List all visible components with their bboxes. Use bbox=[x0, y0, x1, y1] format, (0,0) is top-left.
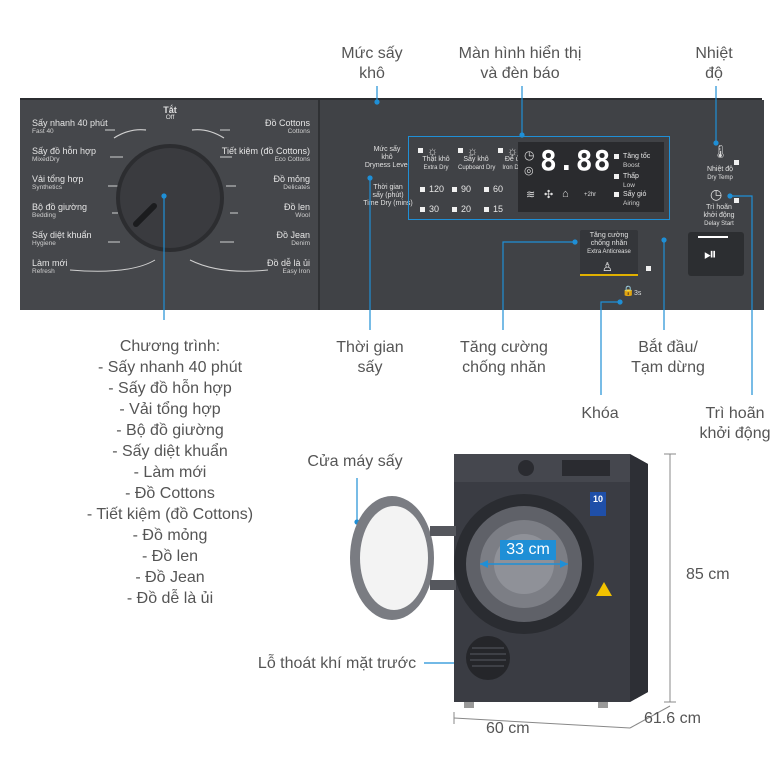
temp-led bbox=[734, 154, 743, 172]
display-digits: 8.88 bbox=[540, 144, 612, 177]
indicator-led bbox=[418, 148, 423, 154]
program-eco-cottons: Tiết kiệm (đồ Cottons)Eco Cottons bbox=[221, 146, 310, 163]
sun-icon: ☼ bbox=[467, 144, 478, 158]
fan-icon: ✣ bbox=[544, 189, 554, 201]
play-pause-icon: ⏯ bbox=[704, 246, 717, 263]
delay-led bbox=[734, 192, 743, 210]
indicator-led bbox=[458, 148, 463, 154]
steam-icon: ≋ bbox=[526, 189, 536, 201]
dryer-illustration bbox=[350, 453, 676, 729]
indicator-led bbox=[498, 148, 503, 154]
thermometer-icon: 🌡 bbox=[712, 144, 729, 159]
time-20[interactable]: 20 bbox=[452, 204, 471, 214]
callout-start-pause: Bắt đầu/Tạm dừng bbox=[631, 339, 705, 376]
program-list: Chương trình: - Sấy nhanh 40 phút - Sấy … bbox=[60, 336, 280, 609]
time-30[interactable]: 30 bbox=[420, 204, 439, 214]
indicator-bar bbox=[580, 274, 638, 276]
time-60[interactable]: 60 bbox=[484, 184, 503, 194]
drum-diameter-label: 33 cm bbox=[500, 540, 556, 560]
program-list-title: Chương trình: bbox=[119, 338, 221, 355]
sun-icon: ☼ bbox=[427, 144, 438, 158]
indicator-bar bbox=[698, 236, 728, 238]
callout-lock: Khóa bbox=[581, 405, 619, 422]
energy-badge: 10 bbox=[590, 492, 606, 516]
time-120[interactable]: 120 bbox=[420, 184, 444, 194]
clock-icon: ◷ bbox=[710, 186, 723, 202]
lock-icon: 🔒 bbox=[622, 286, 635, 297]
program-dial-graphic bbox=[69, 129, 269, 272]
start-pause-button[interactable]: ⏯ bbox=[688, 232, 744, 276]
time-90[interactable]: 90 bbox=[452, 184, 471, 194]
shirt-icon: ♙ bbox=[602, 260, 613, 274]
height-dimension: 85 cm bbox=[686, 566, 730, 583]
callout-door: Cửa máy sấy bbox=[307, 453, 403, 470]
callout-front-vent: Lỗ thoát khí mặt trước bbox=[257, 655, 417, 672]
display-highlight-box bbox=[408, 136, 670, 220]
depth-dimension: 61.6 cm bbox=[644, 710, 701, 727]
sensor-icon: ◎ bbox=[524, 165, 534, 177]
width-dimension: 60 cm bbox=[486, 720, 530, 737]
time-15[interactable]: 15 bbox=[484, 204, 503, 214]
small-led bbox=[646, 260, 655, 278]
shirt-icon: ⌂ bbox=[562, 188, 569, 200]
plus-2hr-label: +2hr bbox=[584, 192, 597, 198]
lock-hint: 3s bbox=[634, 290, 642, 297]
clock-icon: ◷ bbox=[524, 148, 535, 162]
sun-icon: ☼ bbox=[507, 144, 518, 158]
